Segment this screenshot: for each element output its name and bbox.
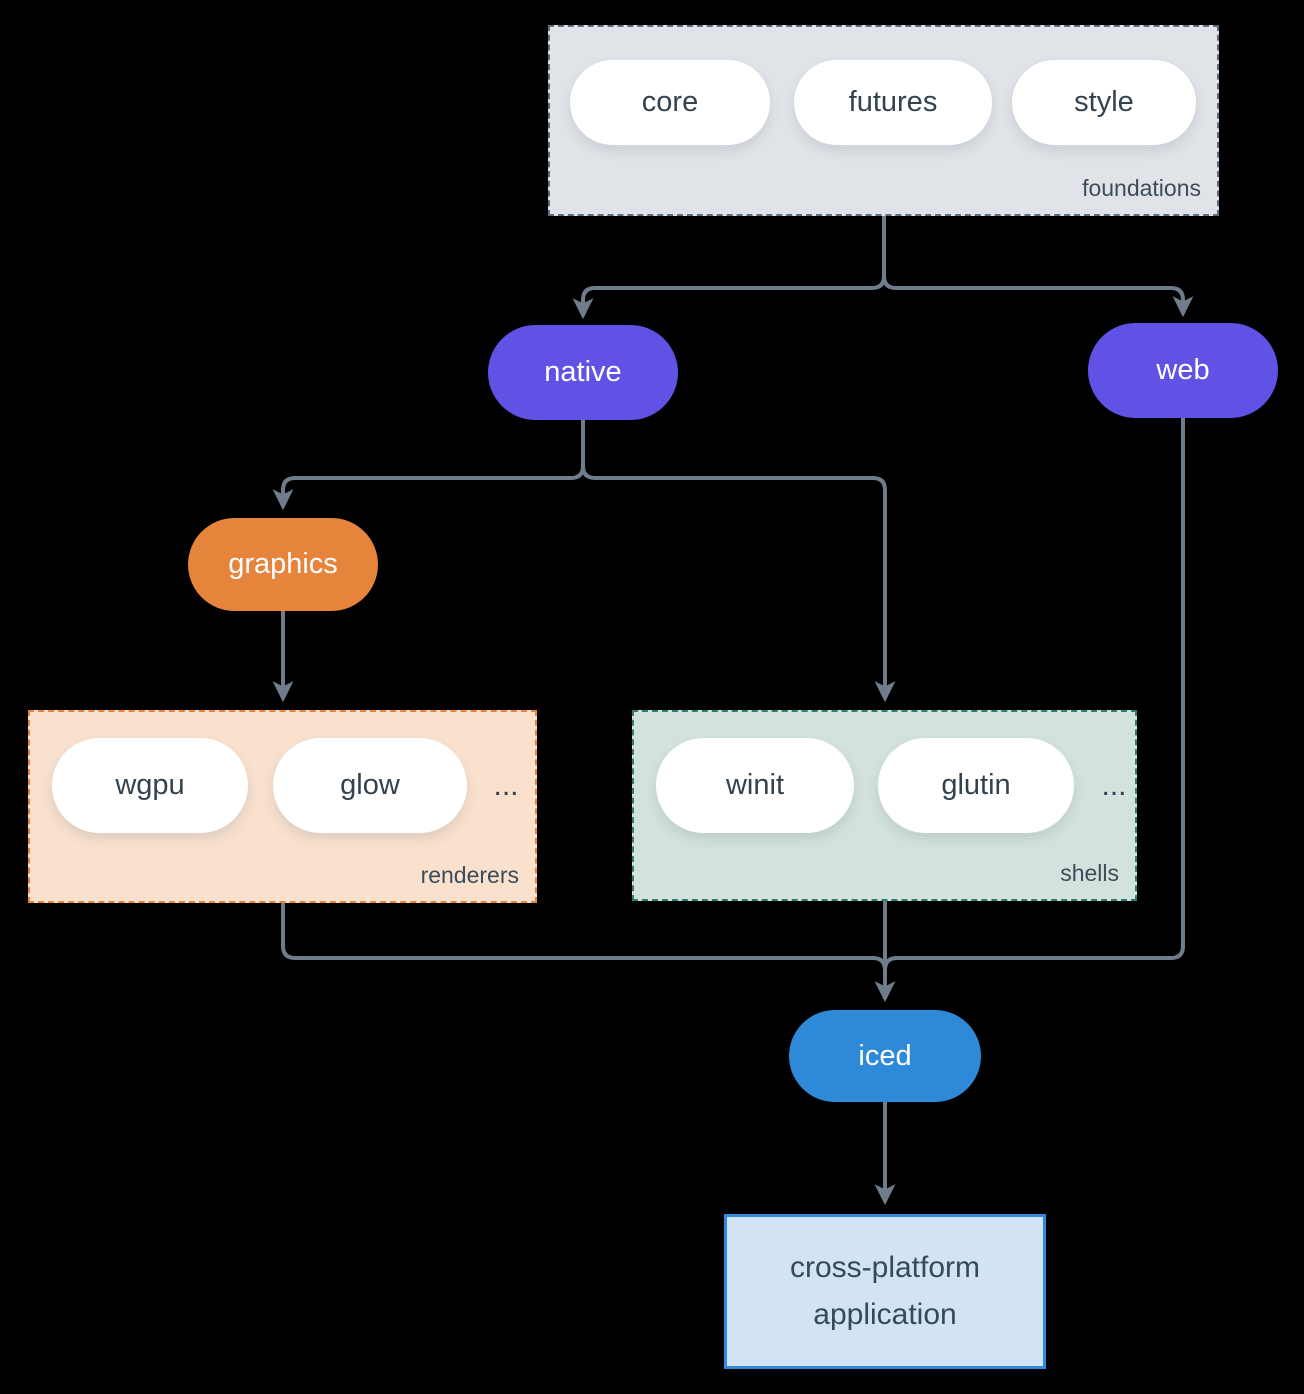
node-futures: futures [794,60,992,145]
renderers-ellipsis: ... [493,768,519,802]
node-core-label: core [641,86,699,118]
edge-native-shells [581,420,896,703]
node-graphics: graphics [188,518,378,611]
node-core: core [570,60,770,145]
node-native: native [488,325,678,420]
node-glow-label: glow [340,769,400,801]
group-foundations-label: foundations [1082,175,1201,201]
edge-foundations-web [882,216,1194,318]
node-futures-label: futures [848,86,938,118]
group-shells-label: shells [1060,860,1119,886]
edge-foundations-native [572,216,886,320]
node-style: style [1012,60,1196,145]
node-glutin: glutin [878,738,1074,833]
node-application: cross-platform application [724,1214,1046,1369]
node-iced-label: iced [858,1039,912,1072]
node-winit-label: winit [725,769,784,801]
node-glow: glow [273,738,467,833]
node-glutin-label: glutin [941,769,1011,801]
node-application-label: cross-platform application [789,1251,981,1331]
edge-native-graphics [272,420,585,511]
node-iced: iced [789,1010,981,1102]
node-winit: winit [656,738,854,833]
group-renderers-label: renderers [420,862,519,888]
node-wgpu: wgpu [52,738,248,833]
edge-renderers-merge [281,903,887,980]
node-graphics-label: graphics [228,548,338,580]
group-renderers: wgpu glow ... renderers [28,710,537,903]
node-web-label: web [1156,354,1210,386]
group-shells: winit glutin ... shells [632,710,1137,901]
shells-ellipsis: ... [1101,768,1127,802]
node-native-label: native [544,356,622,388]
group-foundations: core futures style foundations [548,25,1219,216]
node-web: web [1088,323,1278,418]
node-style-label: style [1074,86,1134,118]
node-wgpu-label: wgpu [115,769,185,801]
